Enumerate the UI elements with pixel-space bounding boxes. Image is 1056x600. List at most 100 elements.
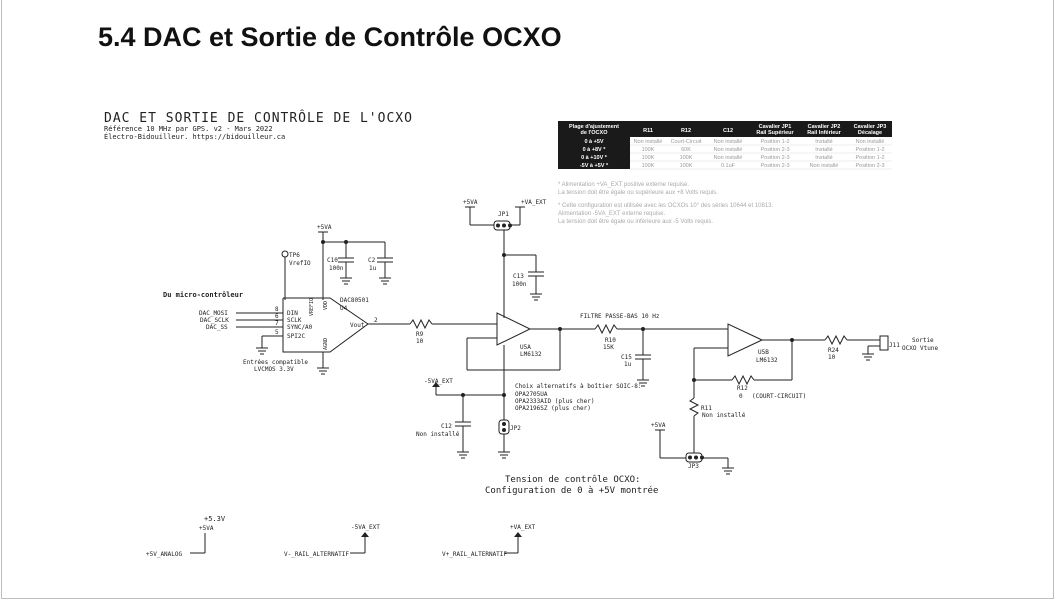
label-u5b-part: LM6132 — [756, 357, 778, 364]
label-5-3v: +5.3V — [204, 515, 226, 523]
table-header-cell: de l'OCXO — [581, 130, 609, 136]
table-cell: 0.1uF — [721, 163, 736, 169]
pin-vdd: VDD — [323, 301, 329, 310]
pin-agnd: AGND — [323, 338, 329, 350]
label-r12-value: 0 — [739, 393, 743, 400]
label-c13: C13 — [513, 273, 524, 280]
table-cell: 100K — [642, 147, 655, 153]
table-cell: Position 1-2 — [855, 147, 884, 153]
label-5va-jp1: +5VA — [463, 199, 478, 206]
table-cell: Non installé — [856, 139, 885, 145]
schematic-title: DAC ET SORTIE DE CONTRÔLE DE L'OCXO — [104, 110, 413, 126]
table-cell: Installé — [815, 147, 832, 153]
label-choix-1: Choix alternatifs à boîtier SOIC-8: — [515, 383, 641, 390]
table-cell: 100K — [642, 155, 655, 161]
label-va-ext: +VA_EXT — [521, 199, 547, 206]
label-jp3: JP3 — [688, 463, 699, 470]
label-tp6-value: VrefIO — [289, 260, 311, 267]
table-cell: 0 à +10V * — [581, 155, 608, 161]
label-lvcmos-1: Entrées compatible — [243, 359, 308, 366]
note-line: Alimentation -5VA_EXT externe requise. — [558, 211, 666, 217]
label-choix-3: OPA2333AID (plus cher) — [515, 398, 594, 405]
table-cell: 0 à +8V * — [583, 147, 607, 153]
pin-number: 8 — [275, 306, 279, 313]
pin-number: 2 — [374, 317, 378, 324]
label-r10: R10 — [605, 337, 616, 344]
pin-number: 6 — [275, 313, 279, 320]
label-r12: R12 — [737, 385, 748, 392]
label-c2-value: 1u — [369, 265, 377, 272]
pin-number: 5 — [275, 329, 279, 336]
label-tp6: TP6 — [289, 252, 300, 259]
label-c2: C2 — [368, 257, 376, 264]
table-cell: Non installé — [810, 163, 839, 169]
table-cell: 0 à +5V — [584, 139, 603, 145]
table-row-label-bg — [558, 153, 630, 161]
page-title: 5.4 DAC et Sortie de Contrôle OCXO — [98, 22, 562, 52]
label-r24: R24 — [828, 347, 839, 354]
table-cell: Court-Circuit — [671, 139, 702, 145]
label-c15-value: 1u — [624, 361, 632, 368]
label-5va-bottom: +5VA — [199, 525, 214, 532]
label-r12-note: (COURT-CIRCUIT) — [752, 393, 806, 400]
table-cell: 100K — [680, 155, 693, 161]
label-c10-value: 100n — [329, 265, 344, 272]
net-dac-mosi: DAC_MOSI — [199, 310, 228, 317]
table-cell: Position 2-3 — [760, 147, 789, 153]
label-r9: R9 — [416, 331, 424, 338]
label-choix-2: OPA2705UA — [515, 391, 548, 398]
label-jp1: JP1 — [498, 211, 509, 218]
table-cell: Non installé — [714, 139, 743, 145]
label-tension-2: Configuration de 0 à +5V montrée — [485, 485, 658, 496]
label-lvcmos-2: LVCMOS 3.3V — [254, 366, 294, 373]
label-c12-value: Non installé — [416, 431, 460, 438]
label-jp2: JP2 — [510, 425, 521, 432]
label-micro: Du micro-contrôleur — [163, 291, 243, 299]
pin-din: DIN — [287, 310, 298, 317]
table-cell: 100K — [680, 163, 693, 169]
net-v-minus-rail: V-_RAIL_ALTERNATIF — [284, 551, 349, 558]
note-line: * Cette configuration est utilisée avec … — [558, 203, 774, 209]
label-dac-name: DAC80501 — [340, 297, 369, 304]
table-header-cell: R11 — [643, 128, 653, 134]
label-u5a-part: LM6132 — [520, 351, 542, 358]
table-header-cell: C12 — [723, 128, 733, 134]
table-cell: Position 1-2 — [855, 155, 884, 161]
table-cell: 100K — [642, 163, 655, 169]
pin-spi2c: SPI2C — [287, 333, 305, 340]
label-va-ext-bottom: +VA_EXT — [510, 524, 536, 531]
net-5v-analog: +5V_ANALOG — [146, 551, 183, 558]
junctions — [321, 240, 794, 537]
table-cell: -5V à +5V * — [580, 163, 609, 169]
table-cell: Position 1-2 — [760, 139, 789, 145]
table-header-cell: R12 — [681, 128, 691, 134]
note-line: La tension doit être égale ou supérieure… — [558, 190, 718, 196]
pin-number: 7 — [275, 320, 279, 327]
table-cell: Position 2-3 — [760, 163, 789, 169]
label-r24-value: 10 — [828, 354, 836, 361]
pin-vrefio: VREFIO — [309, 298, 315, 316]
pin-sync: SYNC/A0 — [287, 324, 313, 331]
label-u5b: U5B — [758, 349, 769, 356]
label-5va-ext-bottom: -5VA_EXT — [351, 524, 380, 531]
table-row-label-bg — [558, 145, 630, 153]
label-r10-value: 15K — [603, 344, 614, 351]
table-header-cell: Cavalier JP1 — [759, 124, 792, 130]
label-u5a: U5A — [520, 344, 531, 351]
table-cell: Installé — [815, 155, 832, 161]
jumpers — [493, 220, 704, 463]
table-cell: Position 2-3 — [760, 155, 789, 161]
label-r9-value: 10 — [416, 338, 424, 345]
label-filtre: FILTRE PASSE-BAS 10 Hz — [580, 313, 660, 320]
note-line: La tension doit être égale ou inférieure… — [558, 219, 713, 225]
table-row-label-bg — [558, 137, 630, 145]
label-r11-value: Non installé — [702, 412, 746, 419]
label-choix-4: OPA2196SZ (plus cher) — [515, 405, 591, 412]
label-5va-top: +5VA — [317, 224, 332, 231]
net-v-plus-rail: V+_RAIL_ALTERNATIF — [442, 551, 507, 558]
label-5va-ext-neg: -5VA_EXT — [424, 378, 453, 385]
table-header-cell: Rail Inférieur — [807, 130, 841, 136]
pin-sclk: SCLK — [287, 317, 302, 324]
